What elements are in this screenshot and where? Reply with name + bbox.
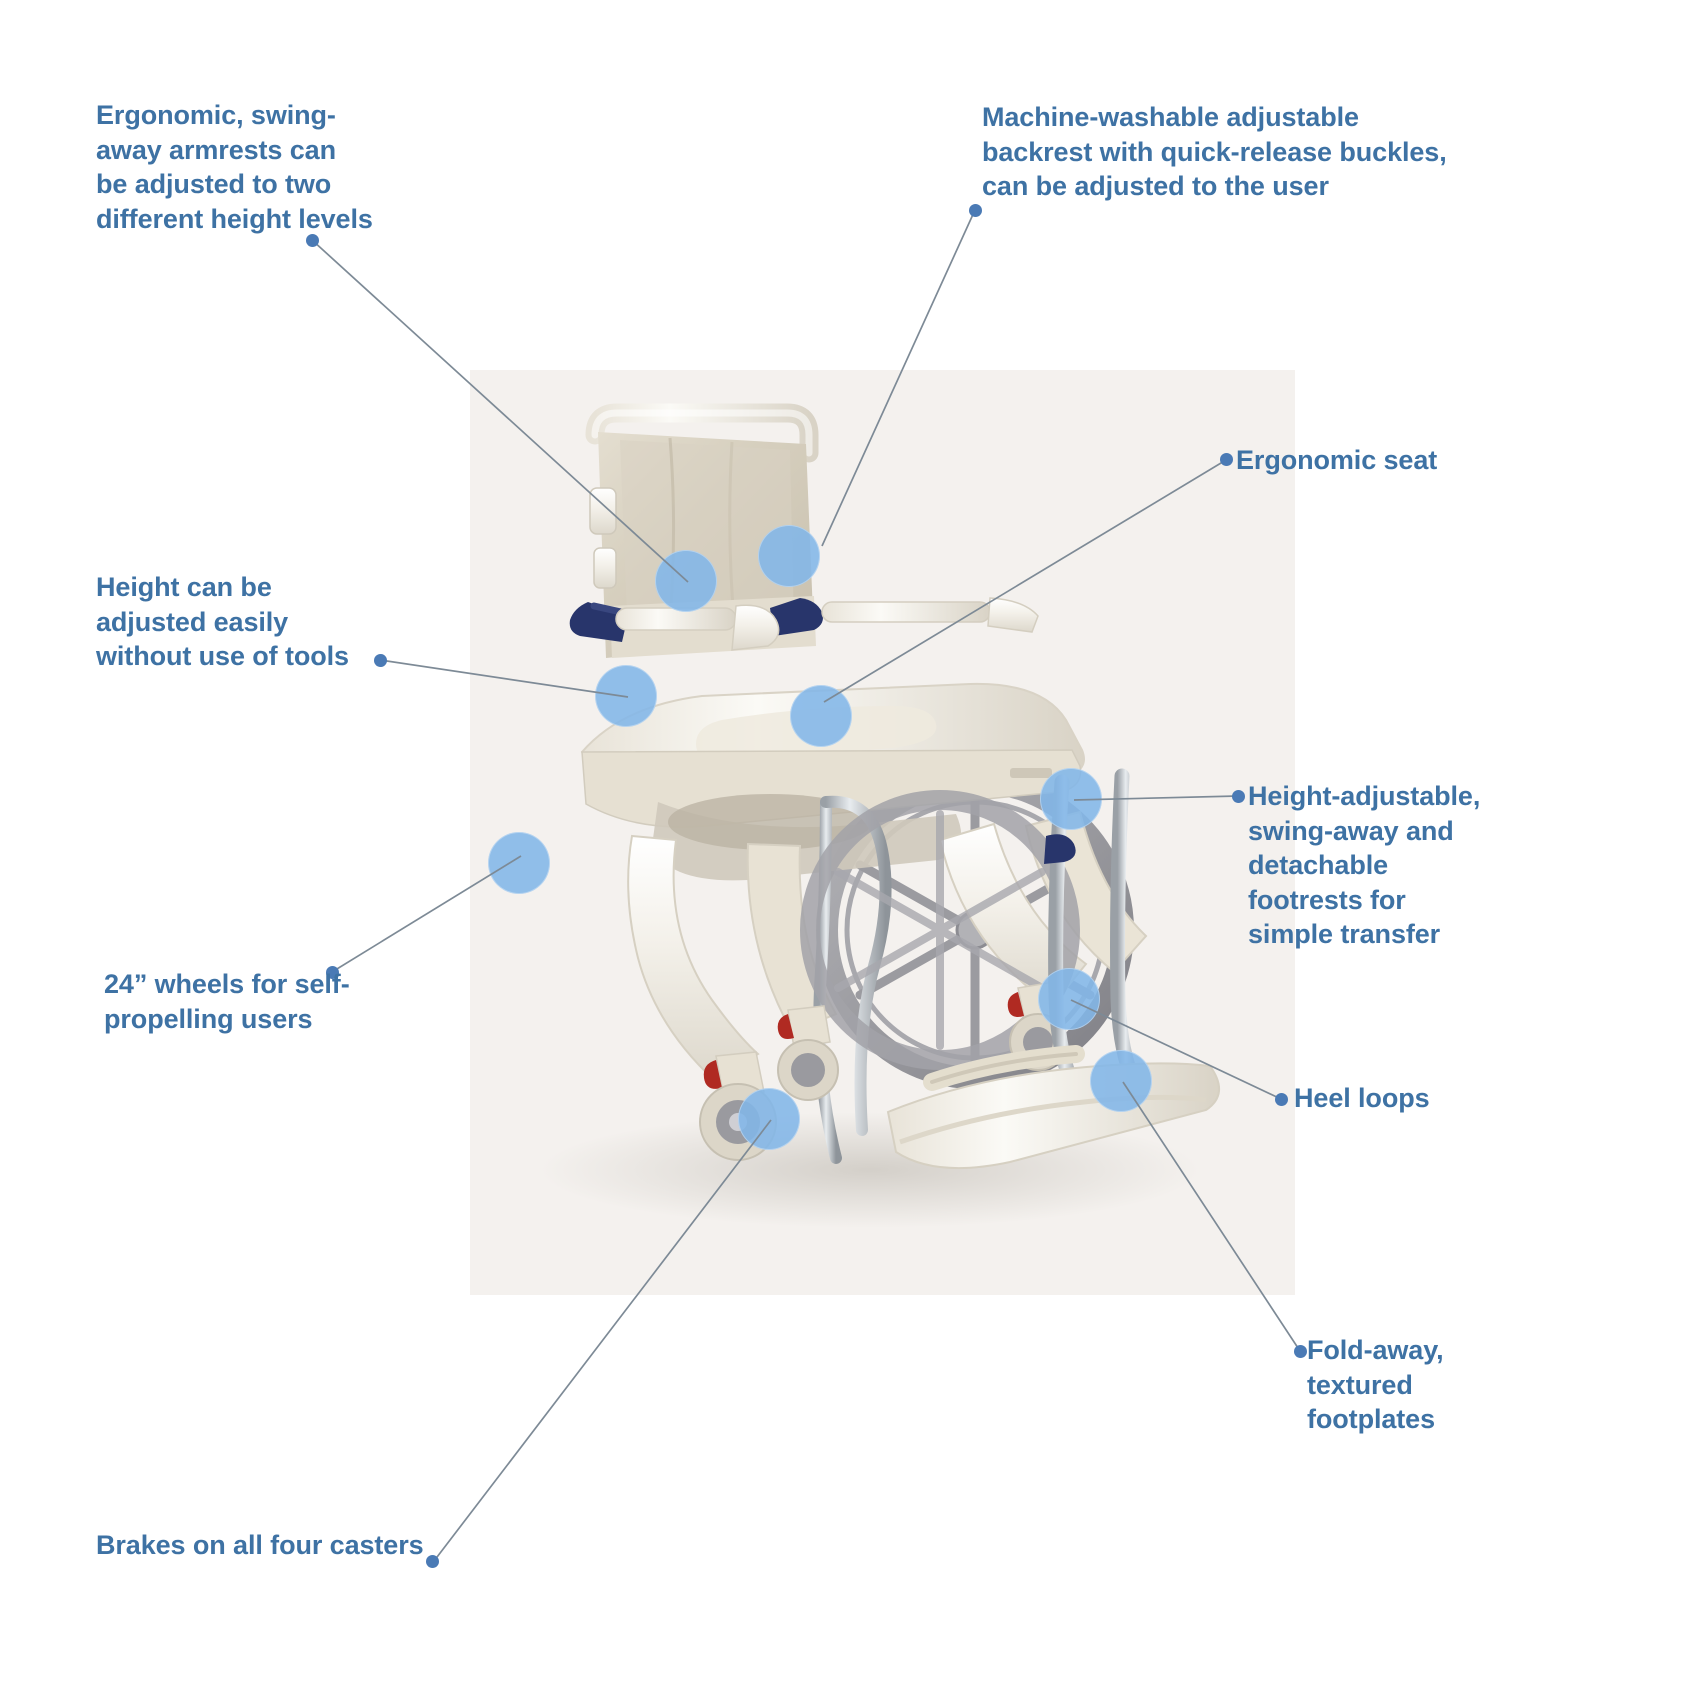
leader-endpoint-footrests <box>1232 790 1245 803</box>
heel-loop-marker[interactable] <box>1038 968 1100 1030</box>
leader-endpoint-height <box>374 654 387 667</box>
callout-ergonomic-seat: Ergonomic seat <box>1236 445 1438 475</box>
leader-endpoint-wheels <box>326 966 339 979</box>
armrest-marker[interactable] <box>655 550 717 612</box>
callout-footplates: Fold-away, textured footplates <box>1307 1335 1444 1435</box>
callout-backrest: Machine-washable adjustable backrest wit… <box>982 102 1447 202</box>
leader-endpoint-backrest <box>969 204 982 217</box>
wheel-marker[interactable] <box>488 832 550 894</box>
product-illustration <box>540 403 1220 1228</box>
leader-endpoint-armrests <box>306 234 319 247</box>
leader-endpoint-brakes <box>426 1555 439 1568</box>
footrest-marker[interactable] <box>1040 768 1102 830</box>
height-adjust-marker[interactable] <box>595 665 657 727</box>
seat-marker[interactable] <box>790 685 852 747</box>
callout-heel-loops: Heel loops <box>1294 1083 1430 1113</box>
armrest-left <box>615 604 780 651</box>
armrest-right <box>821 597 1039 633</box>
caster-brake-marker[interactable] <box>738 1088 800 1150</box>
rear-wheel-near <box>800 790 1080 1070</box>
leader-endpoint-heel-loops <box>1275 1093 1288 1106</box>
backrest-marker[interactable] <box>758 525 820 587</box>
product-photo-panel <box>470 370 1295 1295</box>
callout-footrests: Height-adjustable, swing-away and detach… <box>1248 781 1481 950</box>
callout-armrests: Ergonomic, swing- away armrests can be a… <box>96 100 373 234</box>
leader-endpoint-footplates <box>1294 1345 1307 1358</box>
callout-wheels: 24” wheels for self- propelling users <box>104 969 350 1034</box>
footplate-marker[interactable] <box>1090 1050 1152 1112</box>
leader-endpoint-seat <box>1220 453 1233 466</box>
callout-height-adjust: Height can be adjusted easily without us… <box>96 572 349 672</box>
callout-brakes: Brakes on all four casters <box>96 1530 424 1560</box>
